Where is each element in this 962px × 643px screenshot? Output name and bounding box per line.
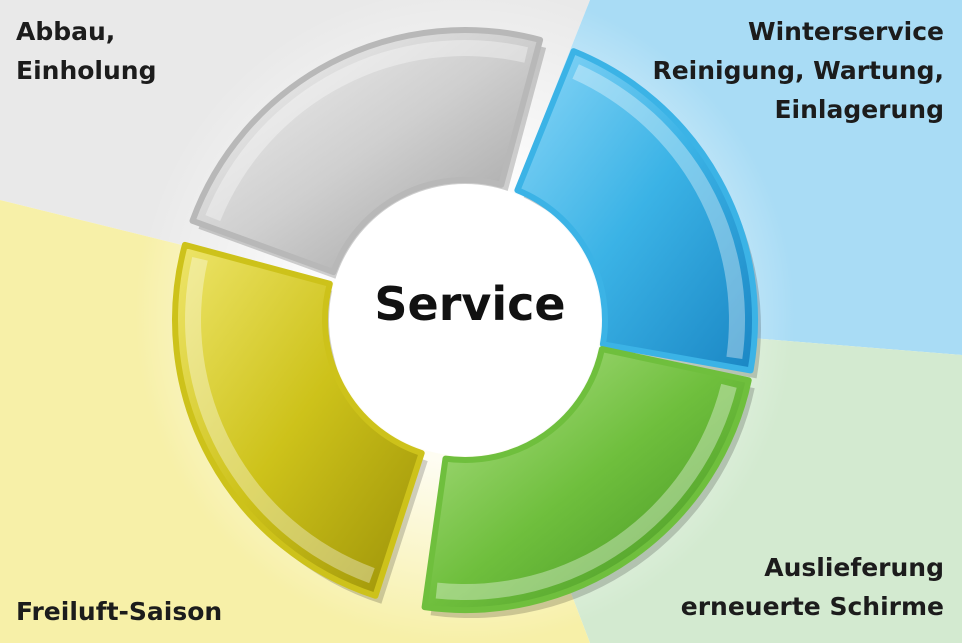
stage-label-line: Winterservice bbox=[748, 17, 944, 46]
ring-segment-highlight-saison bbox=[185, 257, 375, 584]
stage-label-line: Einholung bbox=[16, 56, 157, 85]
cycle-ring bbox=[172, 27, 762, 619]
stage-label-line: Reinigung, Wartung, bbox=[652, 56, 944, 85]
center-disc bbox=[329, 184, 601, 456]
stage-label-line: erneuerte Schirme bbox=[680, 592, 944, 621]
stage-label-abbau: Abbau, Einholung bbox=[16, 12, 156, 90]
ring-segment-highlight-auslieferung bbox=[435, 383, 737, 601]
ring-segment-highlight-abbau bbox=[205, 40, 528, 222]
ring-segment-highlight-winter bbox=[572, 64, 746, 359]
stage-label-winterservice: Winterservice Reinigung, Wartung, Einlag… bbox=[652, 12, 944, 129]
center-label: Service bbox=[374, 277, 566, 331]
stage-label-freiluft-saison: Freiluft-Saison bbox=[16, 592, 222, 631]
stage-label-line: Auslieferung bbox=[764, 553, 944, 582]
stage-label-line: Freiluft-Saison bbox=[16, 597, 223, 626]
ring-segment-auslieferung bbox=[421, 346, 752, 614]
ring-segment-saison bbox=[172, 241, 425, 599]
stage-label-line: Abbau, bbox=[16, 17, 116, 46]
ring-segment-abbau bbox=[189, 27, 544, 276]
stage-label-auslieferung: Auslieferung erneuerte Schirme bbox=[681, 548, 944, 626]
stage-label-line: Einlagerung bbox=[774, 95, 944, 124]
ring-segment-winter bbox=[514, 48, 758, 374]
